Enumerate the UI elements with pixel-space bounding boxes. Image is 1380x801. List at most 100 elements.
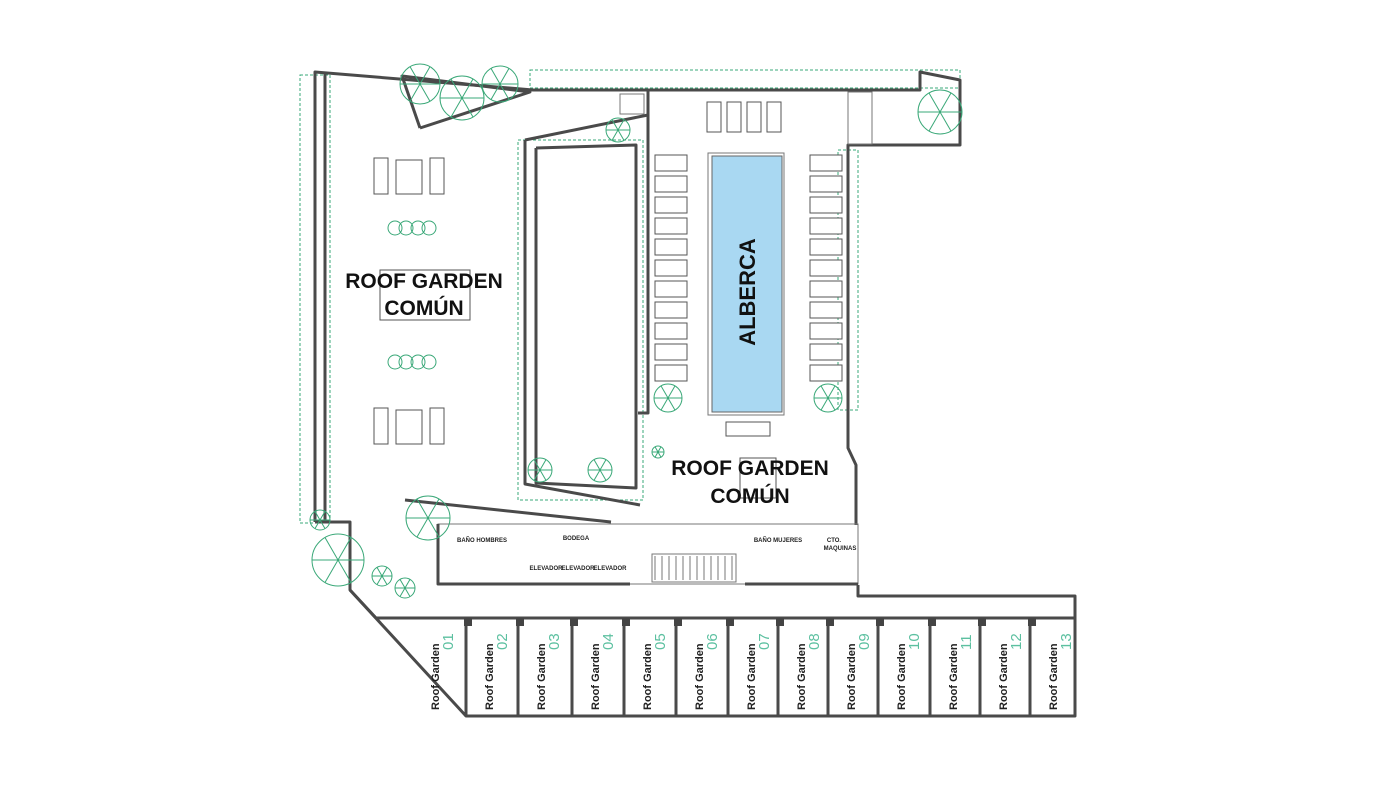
column: [876, 618, 884, 626]
lounger: [809, 238, 843, 256]
shrub-icon: [410, 220, 437, 236]
area-labels: ROOF GARDEN COMÚN ROOF GARDEN COMÚN: [345, 270, 829, 508]
sofa: [429, 157, 445, 195]
shrub-icon: [387, 220, 414, 236]
tree-icon: [371, 565, 393, 587]
unit-label: Roof Garden: [846, 643, 858, 710]
unit-number: 01: [440, 633, 457, 650]
unit-label: Roof Garden: [948, 643, 960, 710]
lounger: [654, 259, 688, 277]
tree-icon: [605, 117, 631, 143]
unit-label: Roof Garden: [590, 643, 602, 710]
service-core: [437, 523, 859, 585]
lounger: [809, 259, 843, 277]
sofa: [373, 407, 389, 445]
unit-label: Roof Garden: [642, 643, 654, 710]
planter-left: [523, 140, 641, 507]
column: [726, 618, 734, 626]
lounger: [654, 238, 688, 256]
machine-room-label-2: MAQUINAS: [824, 546, 857, 552]
lounger: [654, 364, 688, 382]
lounger: [654, 154, 688, 172]
steps-east: [847, 91, 873, 145]
lounger: [809, 364, 843, 382]
unit-label: Roof Garden: [1048, 643, 1060, 710]
lounger: [809, 217, 843, 235]
lounger: [706, 101, 722, 133]
unit-label: Roof Garden: [694, 643, 706, 710]
unit-label: Roof Garden: [484, 643, 496, 710]
unit-number: 06: [704, 633, 721, 650]
pool-water: [711, 155, 783, 413]
column: [928, 618, 936, 626]
walls: [313, 70, 1077, 718]
unit-number: 11: [958, 634, 975, 650]
unit-label: Roof Garden: [536, 643, 548, 710]
lounger: [654, 217, 688, 235]
lounger: [654, 343, 688, 361]
column: [1028, 618, 1036, 626]
column: [674, 618, 682, 626]
tree-icon: [311, 533, 365, 587]
tree-icon: [653, 383, 683, 413]
lounger: [809, 322, 843, 340]
sofa: [429, 407, 445, 445]
planter-hedge: [517, 139, 644, 501]
unit-number: 03: [546, 633, 563, 650]
shrub-icon: [387, 354, 414, 370]
tree-icon: [587, 457, 613, 483]
lounger: [766, 101, 782, 133]
column: [826, 618, 834, 626]
planter-top: [524, 113, 649, 142]
column: [978, 618, 986, 626]
pool: ALBERCA: [707, 152, 785, 416]
unit-number: 12: [1008, 633, 1025, 650]
tree-icon: [439, 75, 485, 121]
column: [622, 618, 630, 626]
tree-icon: [527, 457, 553, 483]
tree-icon: [917, 89, 963, 135]
lower-planter-edge: [404, 498, 612, 524]
roof-garden-left-line2: COMÚN: [384, 296, 463, 320]
column: [464, 618, 472, 626]
tree-icon: [651, 445, 665, 459]
unit-label: Roof Garden: [746, 643, 758, 710]
unit-number: 07: [756, 633, 773, 650]
bathroom-men-label: BAÑO HOMBRES: [457, 537, 507, 544]
trees: [309, 63, 963, 599]
core-wall-left: [436, 524, 630, 586]
outdoor-sofa: [725, 421, 771, 437]
lounger: [809, 343, 843, 361]
tree-icon: [394, 577, 416, 599]
steps-north: [619, 93, 645, 115]
lounger: [654, 322, 688, 340]
unit-number: 02: [494, 633, 511, 650]
unit-number: 08: [806, 633, 823, 650]
lounger: [809, 301, 843, 319]
column: [516, 618, 524, 626]
lounger: [654, 280, 688, 298]
tree-icon: [399, 63, 441, 105]
roof-garden-center-line1: ROOF GARDEN: [671, 457, 829, 480]
outdoor-table: [739, 457, 777, 499]
furniture: [373, 91, 873, 583]
sofa: [373, 157, 389, 195]
stairs: [651, 553, 737, 583]
roof-garden-center-line2: COMÚN: [710, 484, 789, 508]
machine-room-label-1: CTO.: [827, 538, 842, 544]
